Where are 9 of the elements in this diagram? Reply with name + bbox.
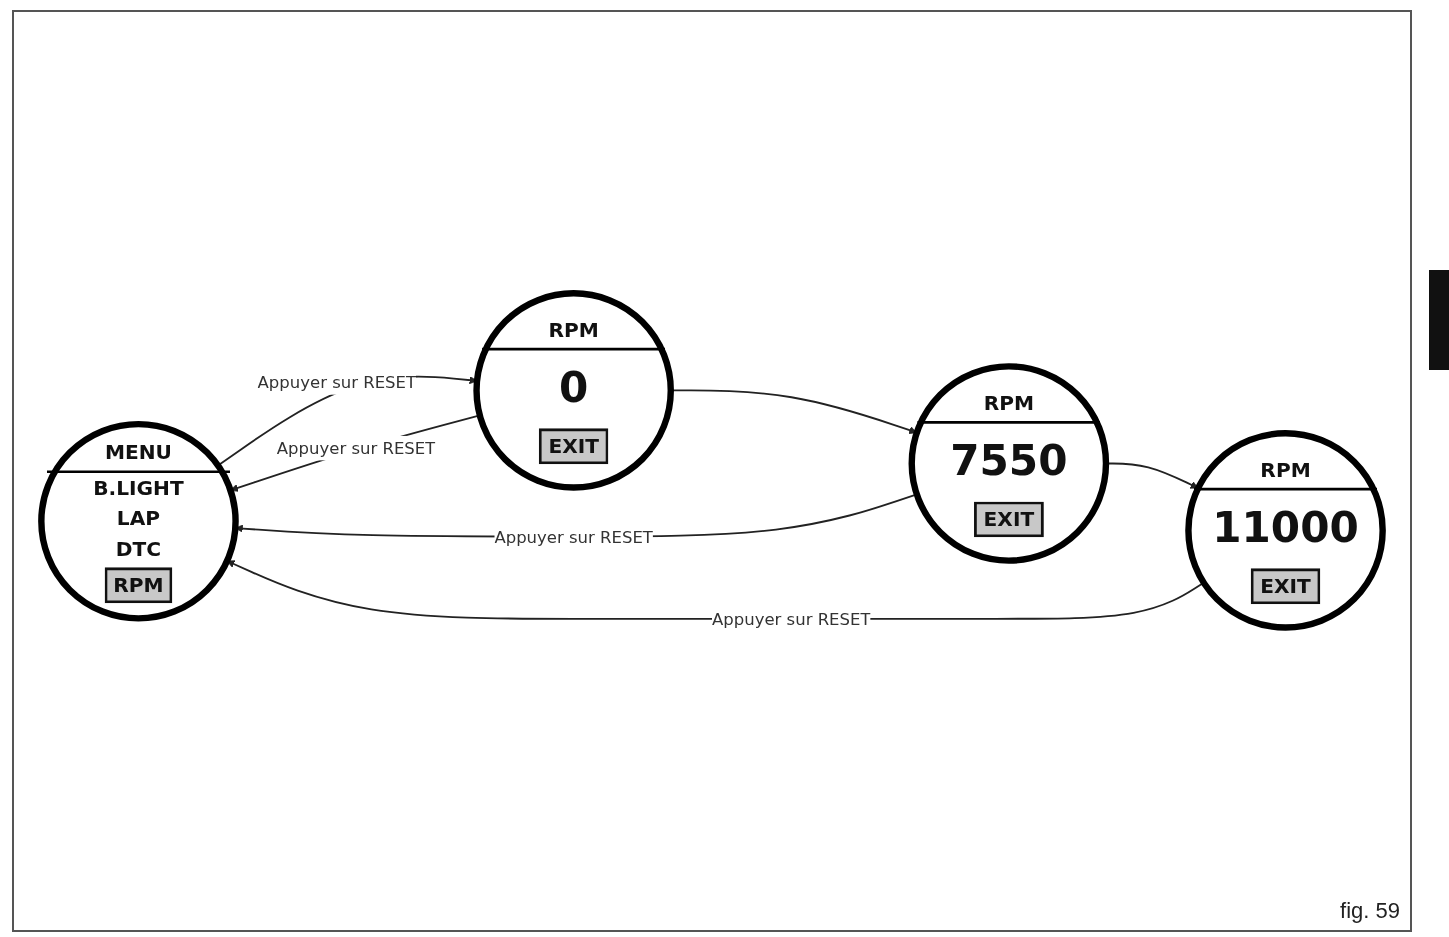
edge-label: Appuyer sur RESET — [712, 608, 871, 629]
figure-number: fig. 59 — [1340, 898, 1400, 924]
node-circle: MENU B.LIGHT LAP DTC RPM — [38, 420, 239, 622]
node-circle: RPM 11000 EXIT — [1185, 429, 1386, 631]
edge-label: Appuyer sur RESET — [494, 526, 653, 546]
node-circle: RPM 7550 EXIT — [908, 362, 1110, 564]
edge-label: Appuyer sur RESET — [276, 438, 436, 458]
edge-label: Appuyer sur RESET — [257, 372, 417, 392]
node-circle: RPM 0 EXIT — [473, 289, 674, 491]
